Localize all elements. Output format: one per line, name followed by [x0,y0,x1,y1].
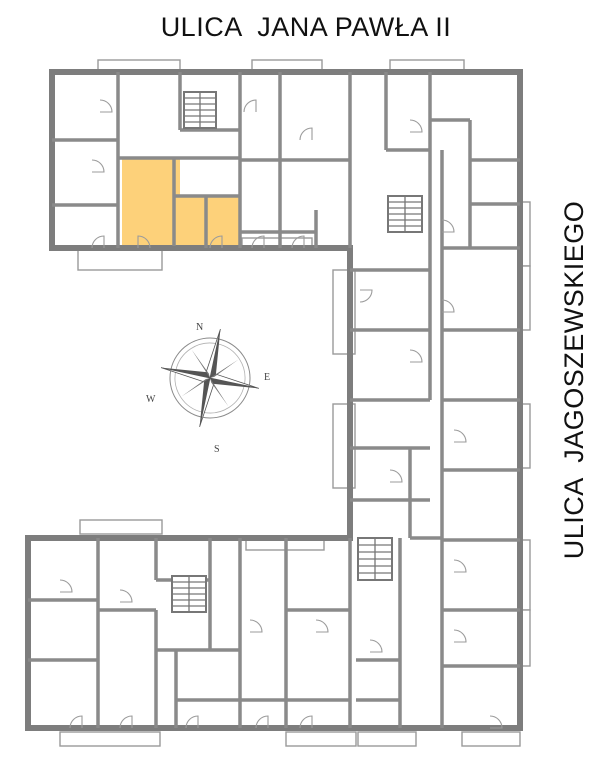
stairwell-corner [387,195,423,233]
compass-label-s: S [214,444,220,455]
street-label-right: ULICA JAGOSZEWSKIEGO [559,200,589,560]
interior-walls [28,72,520,728]
stairwell-bottom [171,575,207,613]
door-swings [59,99,503,729]
compass-label-n: N [196,322,203,333]
compass-rose [160,328,260,428]
stairwell-right [357,537,393,581]
highlighted-apartment[interactable] [122,158,239,246]
outer-walls [25,69,523,731]
compass-label-e: E [264,372,270,383]
stairwell-top [183,91,217,129]
compass-label-w: W [146,394,156,405]
street-label-top: ULICA JANA PAWŁA II [160,12,452,42]
